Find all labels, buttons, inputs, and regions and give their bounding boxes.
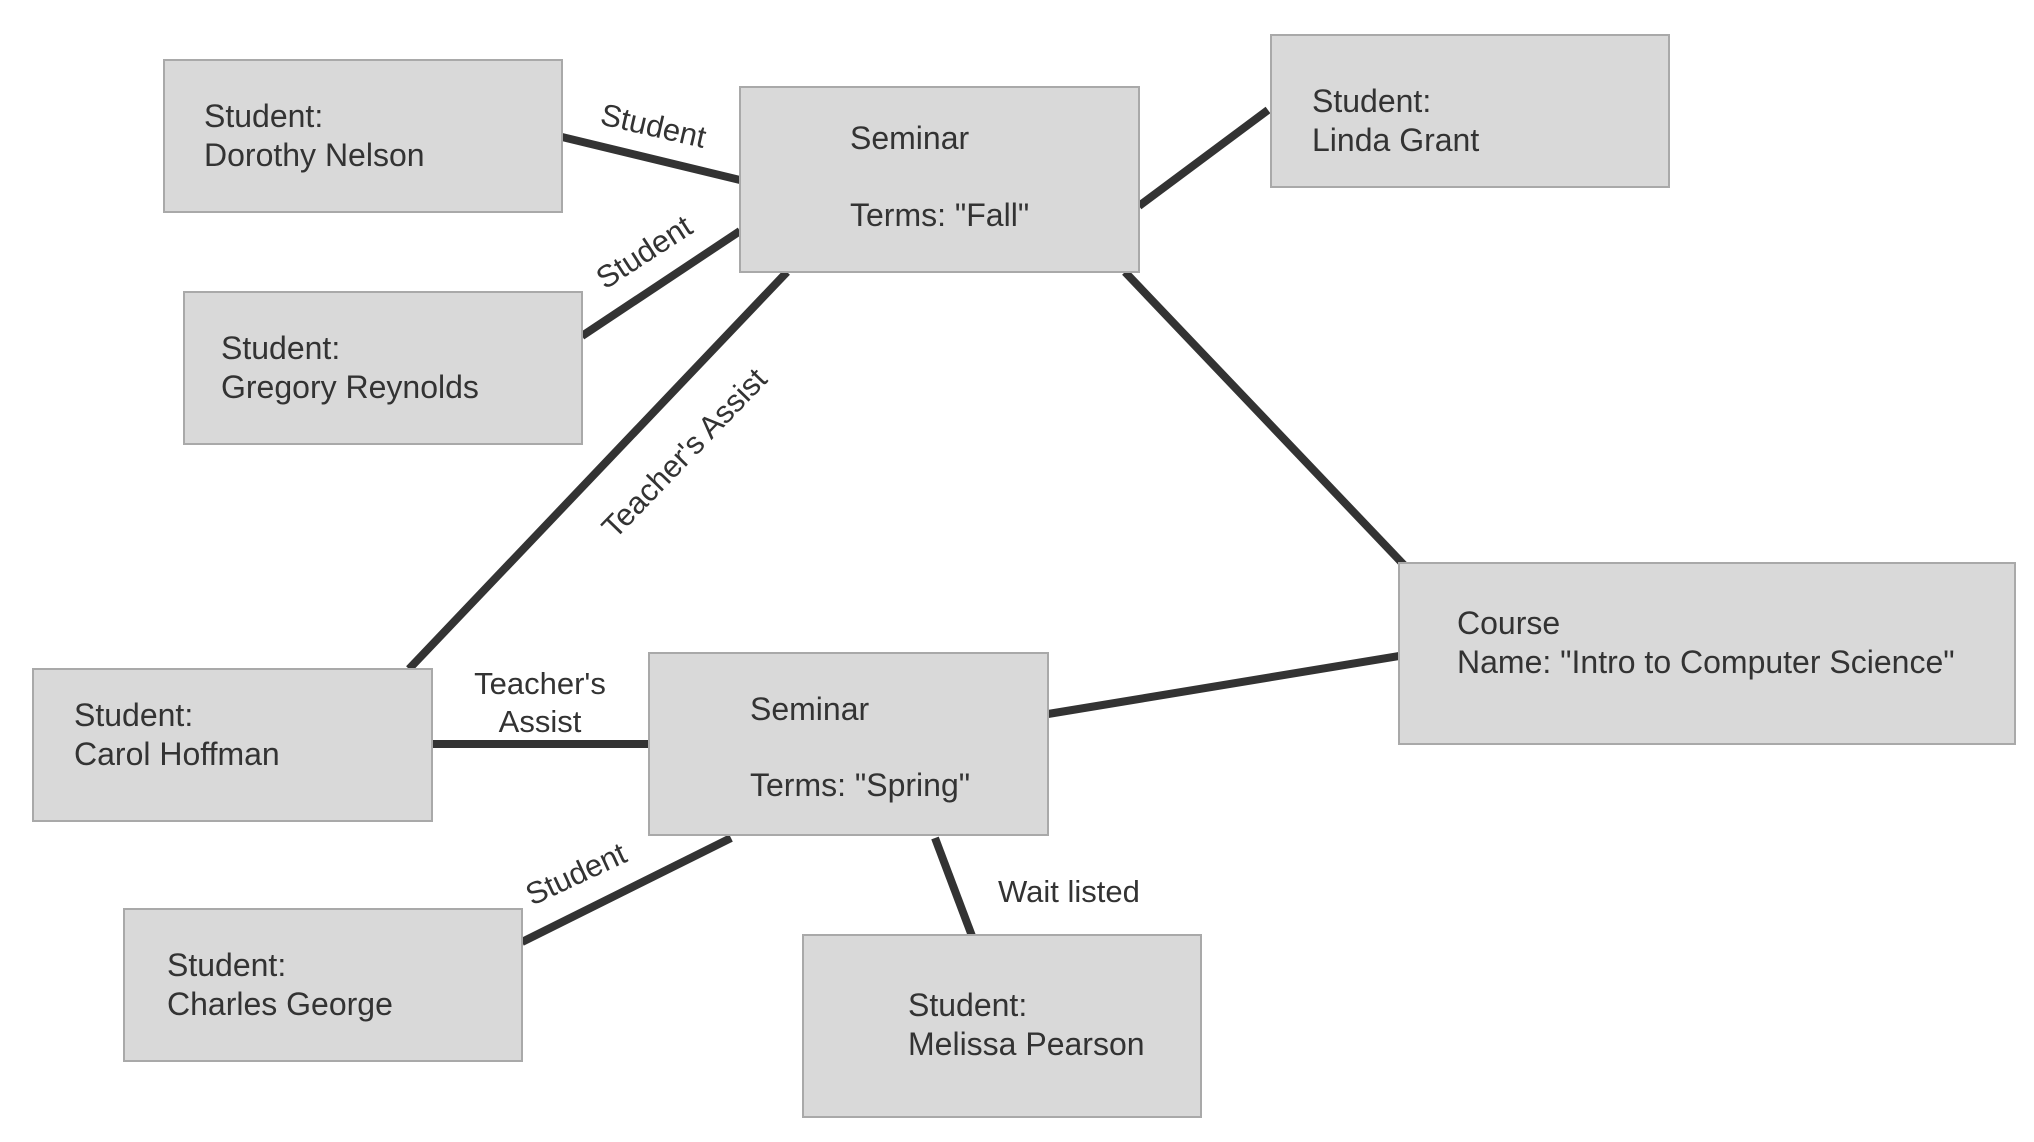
node-student-dorothy-nelson: Student: Dorothy Nelson: [163, 59, 563, 213]
node-title: Student:: [908, 987, 1028, 1023]
node-course-name: Name: "Intro to Computer Science": [1457, 644, 1955, 680]
node-student-melissa-pearson: Student: Melissa Pearson: [802, 934, 1202, 1118]
node-student-gregory-reynolds: Student: Gregory Reynolds: [183, 291, 583, 445]
edge-label-carol-spring-ta-line2: Assist: [499, 704, 582, 739]
node-seminar-spring: Seminar Terms: "Spring": [648, 652, 1049, 836]
edge-label-charles-student: Student: [520, 835, 632, 912]
node-student-charles-george: Student: Charles George: [123, 908, 523, 1062]
node-title: Seminar: [750, 691, 870, 727]
node-title: Student:: [204, 98, 324, 134]
edge-course-fall: [1122, 269, 1407, 568]
node-name: Melissa Pearson: [908, 1026, 1145, 1062]
edge-label-melissa-waitlisted: Wait listed: [998, 874, 1140, 909]
node-name: Linda Grant: [1312, 122, 1480, 158]
edge-label-carol-spring-ta-line1: Teacher's: [474, 666, 606, 701]
edge-carol-fall: [406, 269, 790, 672]
node-name: Carol Hoffman: [74, 736, 280, 772]
edge-gregory-fall: [579, 227, 743, 340]
edge-course-spring: [1047, 652, 1400, 718]
node-course-intro-cs: Course Name: "Intro to Computer Science": [1398, 562, 2016, 745]
edge-linda-fall: [1136, 106, 1271, 210]
node-name: Charles George: [167, 986, 393, 1022]
node-title: Seminar: [850, 120, 970, 156]
node-title: Student:: [1312, 83, 1432, 119]
node-student-carol-hoffman: Student: Carol Hoffman: [32, 668, 433, 822]
node-name: Dorothy Nelson: [204, 137, 425, 173]
node-title: Student:: [74, 697, 194, 733]
node-title: Course: [1457, 605, 1561, 641]
edge-charles-spring: [520, 834, 733, 946]
edge-dorothy-fall: [561, 133, 741, 184]
node-title: Student:: [167, 947, 287, 983]
edge-label-carol-fall-ta: Teacher's Assist: [595, 361, 774, 545]
edge-label-gregory-student: Student: [590, 208, 699, 296]
node-terms: Terms: "Fall": [850, 197, 1030, 233]
edge-melissa-spring: [931, 836, 976, 938]
node-name: Gregory Reynolds: [221, 369, 479, 405]
node-title: Student:: [221, 330, 341, 366]
node-terms: Terms: "Spring": [750, 767, 971, 803]
node-seminar-fall: Seminar Terms: "Fall": [739, 86, 1140, 273]
node-student-linda-grant: Student: Linda Grant: [1270, 34, 1670, 188]
